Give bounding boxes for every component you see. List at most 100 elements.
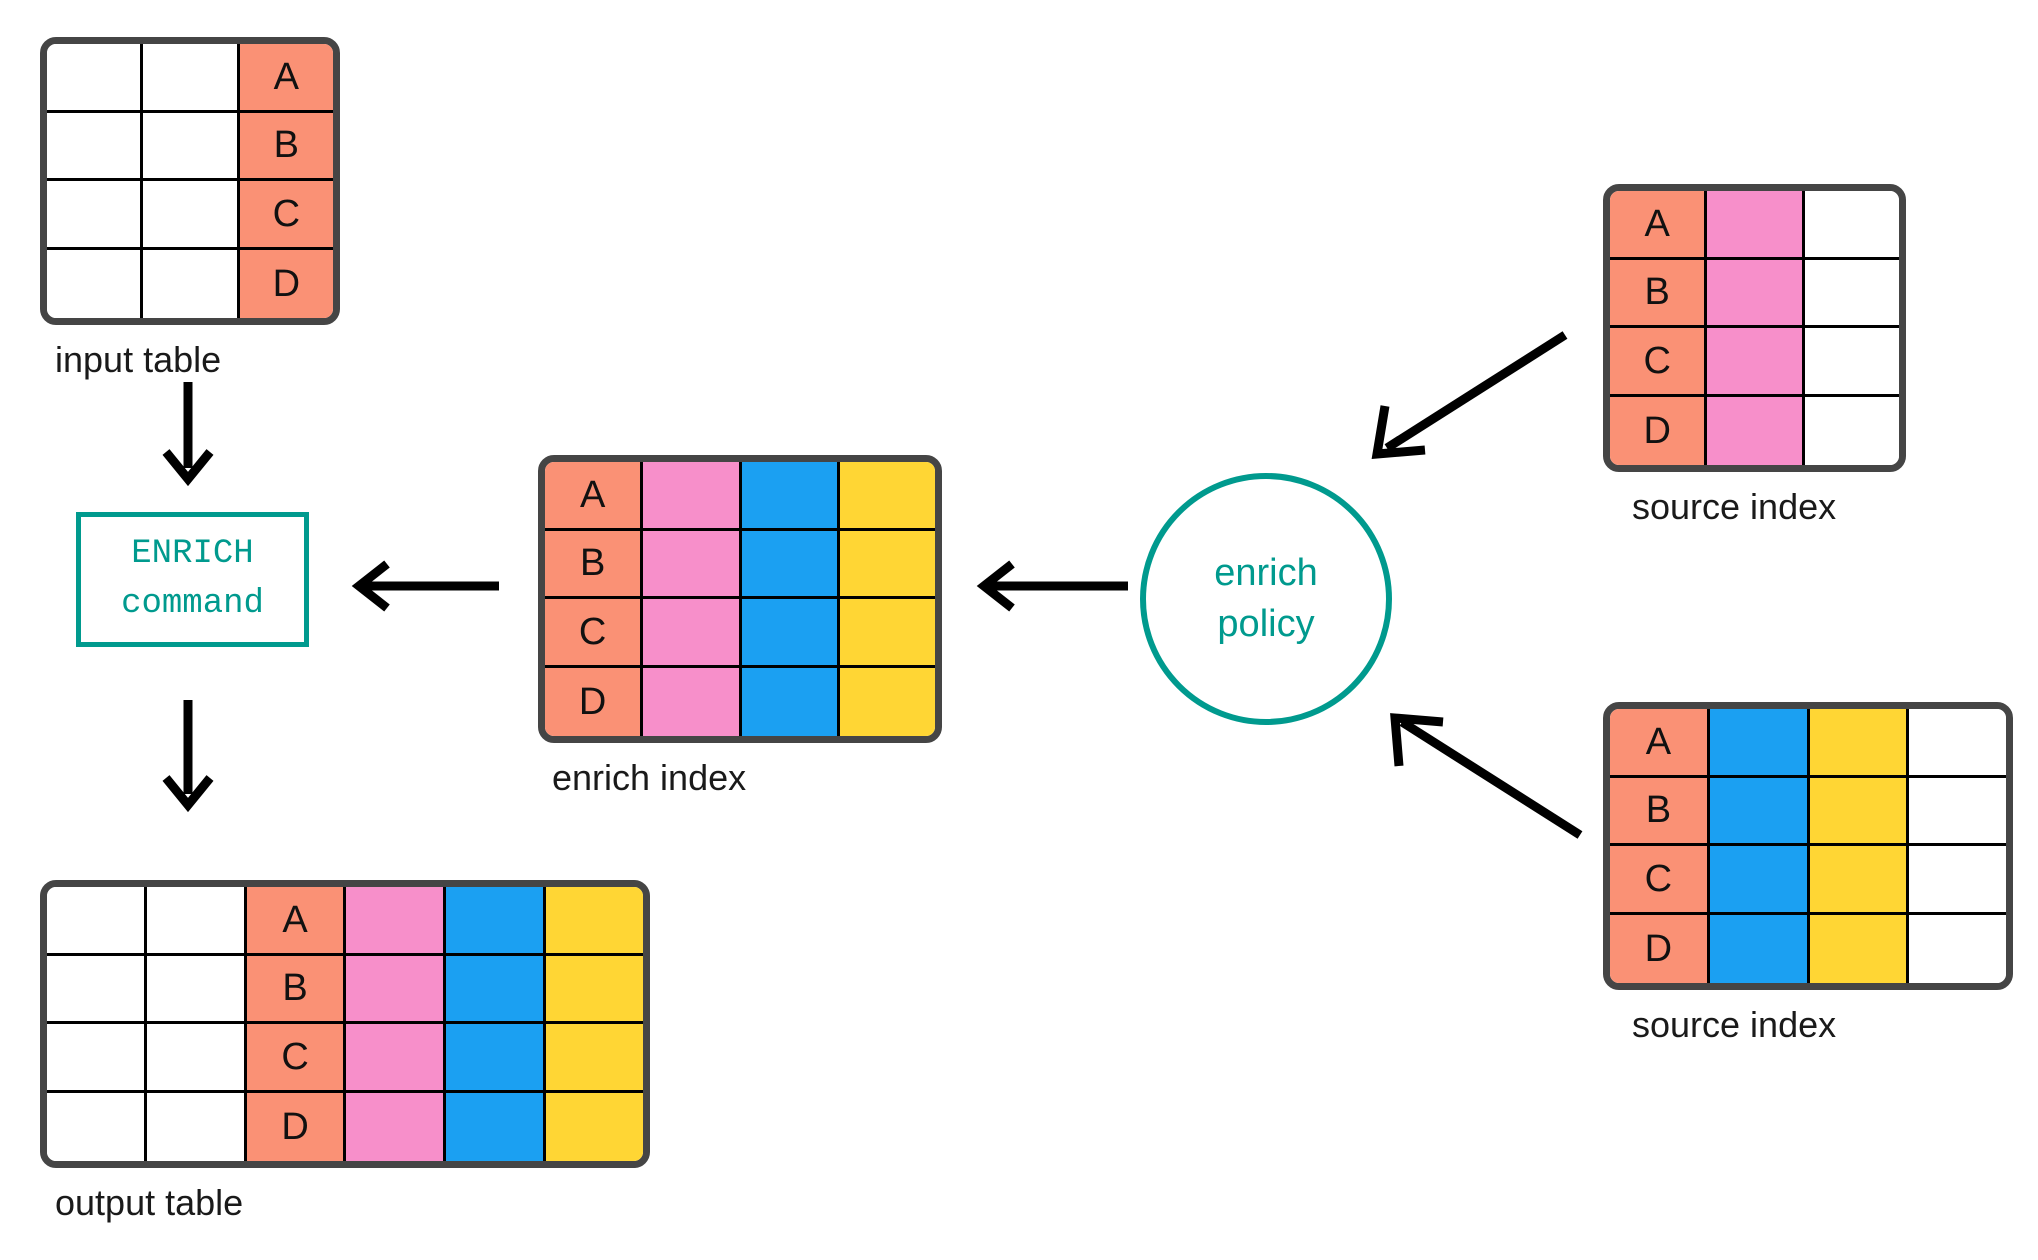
table-cell	[839, 462, 935, 531]
table-row: A	[545, 462, 935, 531]
table-row: A	[47, 44, 333, 113]
table-cell	[143, 181, 240, 250]
table-cell	[1804, 328, 1899, 397]
table-cell	[1804, 191, 1899, 260]
enrich-policy-line1: enrich	[1214, 551, 1318, 594]
table-cell	[1809, 777, 1910, 846]
arrow-input-to-command	[162, 382, 214, 487]
arrow-enrich-index-to-command	[351, 560, 499, 612]
table-cell	[741, 599, 840, 668]
table-cell-key: C	[246, 1024, 347, 1093]
table-cell-key: C	[545, 599, 644, 668]
enrich-command-line1: ENRICH	[131, 535, 254, 574]
table-row: C	[1610, 328, 1899, 397]
table-cell	[146, 887, 247, 956]
table-row: C	[47, 181, 333, 250]
table-cell	[839, 667, 935, 736]
source-index-bottom-caption: source index	[1632, 1004, 1837, 1045]
table-cell	[839, 530, 935, 599]
table-row: A	[47, 887, 643, 956]
table-cell-key: B	[239, 112, 333, 181]
table-cell-key: A	[1610, 709, 1710, 778]
table-cell	[741, 530, 840, 599]
table-cell	[446, 887, 547, 956]
table-cell-key: D	[1610, 396, 1708, 465]
table-cell-key: A	[239, 44, 333, 113]
table-cell	[1909, 914, 2006, 983]
table-cell-key: A	[1610, 191, 1708, 260]
table-cell	[839, 599, 935, 668]
enrich-command-box[interactable]: ENRICH command	[76, 512, 309, 647]
table-row: B	[1610, 777, 2006, 846]
table-cell	[1809, 846, 1910, 915]
output-table-caption: output table	[55, 1182, 244, 1223]
table-cell	[346, 887, 447, 956]
table-cell-key: D	[545, 667, 644, 736]
arrow-command-to-output	[162, 700, 214, 813]
table-cell	[146, 1092, 247, 1161]
table-cell-key: B	[545, 530, 644, 599]
table-cell	[1709, 777, 1810, 846]
table-cell	[143, 249, 240, 318]
table-cell	[546, 955, 643, 1024]
table-cell	[143, 112, 240, 181]
table-cell	[546, 887, 643, 956]
table-cell	[47, 1092, 147, 1161]
table-row: D	[1610, 396, 1899, 465]
table-cell	[47, 249, 144, 318]
table-cell	[1909, 846, 2006, 915]
table-cell-key: D	[246, 1092, 347, 1161]
table-cell	[146, 955, 247, 1024]
table-cell-key: B	[246, 955, 347, 1024]
table-row: D	[545, 667, 935, 736]
table-cell	[1707, 396, 1805, 465]
table-cell	[47, 44, 144, 113]
input-table-caption: input table	[55, 339, 222, 380]
table-cell	[741, 462, 840, 531]
table-cell	[1709, 914, 1810, 983]
table-cell	[1707, 259, 1805, 328]
table-cell-key: D	[1610, 914, 1710, 983]
table-cell-key: B	[1610, 777, 1710, 846]
table-cell	[1804, 396, 1899, 465]
table-row: B	[1610, 259, 1899, 328]
table-cell	[1707, 328, 1805, 397]
table-cell	[47, 112, 144, 181]
enrich-command-line2: command	[121, 584, 264, 623]
table-row: B	[47, 955, 643, 1024]
enrich-index-caption: enrich index	[552, 757, 747, 798]
table-row: A	[1610, 709, 2006, 778]
table-row: C	[47, 1024, 643, 1093]
arrow-source-bottom-to-policy	[1390, 713, 1583, 839]
table-cell	[47, 887, 147, 956]
table-cell	[1709, 709, 1810, 778]
table-cell	[143, 44, 240, 113]
table-row: B	[545, 530, 935, 599]
table-cell	[1804, 259, 1899, 328]
table-cell	[546, 1092, 643, 1161]
table-row: A	[1610, 191, 1899, 260]
table-cell	[346, 955, 447, 1024]
table-cell	[47, 1024, 147, 1093]
table-cell-key: C	[1610, 328, 1708, 397]
table-cell	[446, 1092, 547, 1161]
table-cell-key: C	[239, 181, 333, 250]
table-cell-key: B	[1610, 259, 1708, 328]
arrow-policy-to-enrich-index	[976, 560, 1128, 612]
table-cell	[346, 1092, 447, 1161]
table-cell	[1809, 914, 1910, 983]
table-row: D	[1610, 914, 2006, 983]
table-row: C	[545, 599, 935, 668]
table-cell	[643, 530, 742, 599]
arrow-source-top-to-policy	[1371, 331, 1568, 459]
table-cell-key: C	[1610, 846, 1710, 915]
table-cell	[1809, 709, 1910, 778]
table-row: B	[47, 112, 333, 181]
table-cell	[643, 599, 742, 668]
table-cell	[146, 1024, 247, 1093]
table-cell	[643, 667, 742, 736]
enrich-policy-node[interactable]: enrich policy	[1140, 473, 1392, 725]
